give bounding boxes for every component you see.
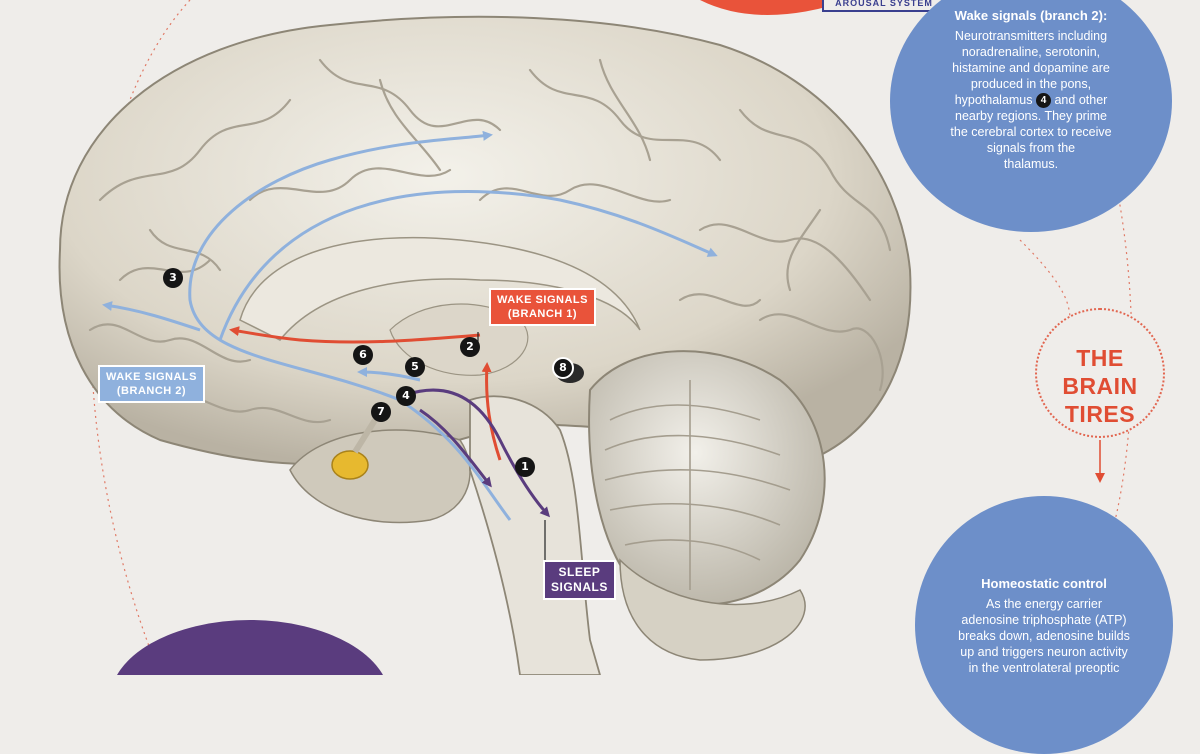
wake-branch2-paths: [102, 130, 718, 521]
purple-blob: [117, 620, 383, 675]
marker-3: 3: [163, 268, 183, 288]
temporal-lobe: [289, 429, 471, 524]
marker-4-inline: 4: [1036, 93, 1051, 109]
wake-branch1-paths: [229, 326, 502, 461]
corpus-callosum: [239, 236, 641, 341]
cerebellum-lower: [619, 558, 806, 661]
panel-leader: [1019, 239, 1071, 321]
marker-4: 4: [396, 386, 416, 406]
brain-tires-badge: THE BRAIN TIRES: [1035, 308, 1165, 438]
wake-branch1-label: WAKE SIGNALS (BRANCH 1): [489, 288, 596, 326]
sleep-paths: [404, 388, 551, 518]
marker-2: 2: [460, 337, 480, 357]
sleep-signals-label: SLEEP SIGNALS: [543, 560, 616, 600]
pituitary-gland: [331, 450, 369, 480]
wake-branch2-title: Wake signals (branch 2):: [954, 8, 1108, 23]
marker-8: 8: [552, 357, 574, 379]
wake-branch2-label: WAKE SIGNALS (BRANCH 2): [98, 365, 205, 403]
marker-7: 7: [371, 402, 391, 422]
marker-5: 5: [405, 357, 425, 377]
cerebellum-folia: [604, 380, 791, 590]
homeostatic-body: As the energy carrier adenosine triphosp…: [958, 597, 1130, 675]
gyri: [88, 58, 892, 423]
marker-1: 1: [515, 457, 535, 477]
wake-branch2-body: Neurotransmitters including noradrenalin…: [950, 29, 1112, 172]
wake-branch2-panel: Wake signals (branch 2): Neurotransmitte…: [890, 0, 1172, 232]
homeostatic-title: Homeostatic control: [981, 576, 1107, 591]
homeostatic-panel: Homeostatic control As the energy carrie…: [915, 496, 1173, 754]
top-red-blob: [700, 0, 850, 15]
marker-6: 6: [353, 345, 373, 365]
brainstem: [469, 395, 601, 675]
pituitary-stalk: [352, 418, 378, 454]
